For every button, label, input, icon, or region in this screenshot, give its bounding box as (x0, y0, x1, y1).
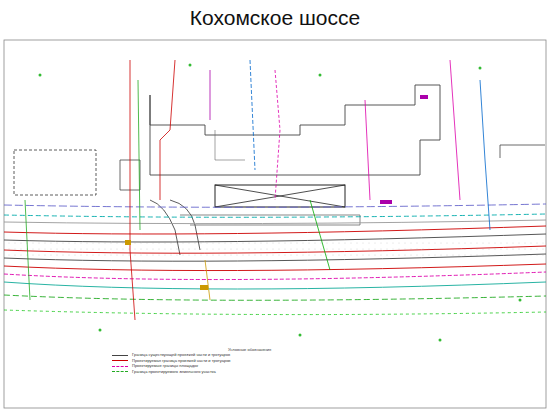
legend-line-sample (112, 355, 128, 356)
legend-line-sample (112, 371, 128, 372)
legend-text: Граница проектируемого земельного участк… (132, 369, 216, 375)
legend-line-sample (112, 366, 128, 367)
legend-line-sample (112, 360, 128, 361)
legend-heading: Условные обозначения (228, 347, 271, 352)
map-title: Кохомское шоссе (0, 6, 550, 30)
